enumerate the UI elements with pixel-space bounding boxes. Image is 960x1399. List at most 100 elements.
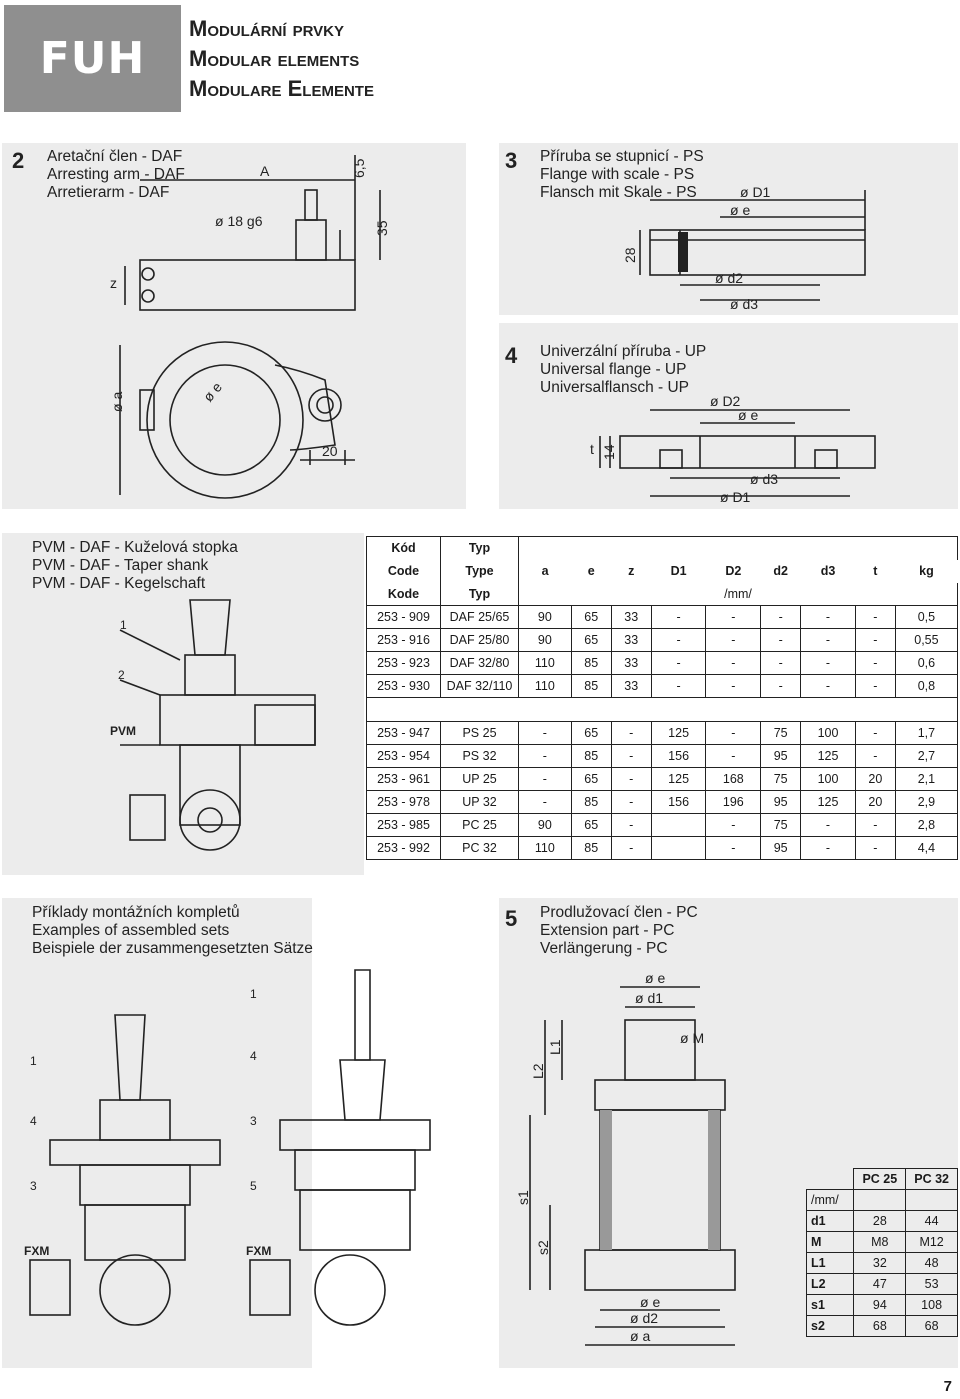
table-cell: 90 (518, 628, 572, 652)
table-cell: 20 (854, 767, 896, 791)
table-cell: PS 25 (440, 721, 519, 745)
table-cell: - (705, 651, 762, 675)
table-cell: - (705, 836, 762, 860)
table-cell: 156 (650, 790, 707, 814)
section-2-label: Aretační člen - DAF Arresting arm - DAF … (47, 148, 185, 201)
table-cell: 75 (760, 813, 802, 837)
table-cell: - (705, 744, 762, 768)
table-cell: PC 32 (440, 836, 519, 860)
table-cell: 90 (518, 605, 572, 629)
flange-scale-drawing: ø D1 ø e 28 ø d2 ø d3 (622, 185, 866, 312)
table-cell (650, 836, 707, 860)
page-title: Modulární prvky Modular elements Modular… (189, 14, 374, 104)
dim-label-s1: s1 (515, 1190, 531, 1205)
dim-label-z: z (110, 275, 117, 291)
table-cell: 253 - 954 (366, 744, 441, 768)
table-cell: 75 (760, 721, 802, 745)
table-cell: M8 (853, 1231, 907, 1253)
table-cell: 85 (570, 790, 612, 814)
universal-flange-drawing: ø D2 ø e t 14 ø d3 ø D1 (590, 393, 876, 505)
dim-label-20: 20 (322, 443, 338, 459)
table-cell: - (854, 605, 896, 629)
table-cell: M12 (905, 1231, 958, 1253)
table-cell: 2,7 (894, 744, 959, 768)
extension-part-drawing: ø e ø d1 ø M L2 L1 s1 s2 ø e ø d2 ø a (515, 970, 736, 1346)
table-cell: 100 (800, 721, 856, 745)
dim-label-35: 35 (374, 220, 390, 236)
dim-label-a: ø a (109, 392, 125, 412)
table-cell: 33 (610, 605, 652, 629)
dim-label-e: ø e (645, 970, 665, 986)
table-cell: L2 (805, 1273, 855, 1295)
dim-label-d3: ø d3 (750, 471, 778, 487)
table-cell: - (705, 628, 762, 652)
panel-arresting-arm (2, 143, 466, 509)
table-cell: 110 (518, 836, 572, 860)
table-cell (650, 813, 707, 837)
panel-pvm-taper-shank (2, 533, 364, 875)
callout-4-mid: 4 (250, 1049, 257, 1063)
table-cell: - (518, 744, 572, 768)
table-cell: - (705, 721, 762, 745)
table-cell: - (518, 790, 572, 814)
table-cell: M (805, 1231, 855, 1253)
table-cell: UP 32 (440, 790, 519, 814)
table-cell: - (610, 813, 652, 837)
table-cell: 53 (905, 1273, 958, 1295)
table-cell: - (610, 744, 652, 768)
dim-label-M: ø M (680, 1030, 704, 1046)
table-cell: 68 (853, 1315, 907, 1337)
callout-5-mid: 5 (250, 1179, 257, 1193)
section-3-label: Příruba se stupnicí - PS Flange with sca… (540, 148, 704, 201)
table-cell: 108 (905, 1294, 958, 1316)
panel-flange-scale (499, 143, 958, 315)
table-cell: 253 - 930 (366, 674, 441, 698)
table-cell: 94 (853, 1294, 907, 1316)
table-cell: - (650, 674, 707, 698)
table-cell: - (854, 721, 896, 745)
table-cell: 85 (570, 836, 612, 860)
section-number-4: 4 (505, 343, 518, 368)
dim-label-d2: ø d2 (715, 270, 743, 286)
table-cell: PC 25 (440, 813, 519, 837)
title-cz: Modulární prvky (189, 16, 345, 41)
table-cell: 65 (570, 628, 612, 652)
table-cell: 90 (518, 813, 572, 837)
table-cell: - (800, 605, 856, 629)
table-cell: 85 (570, 744, 612, 768)
examples-drawing: 1 1 4 4 3 3 5 FXM FXM (24, 969, 431, 1326)
table-cell: 253 - 978 (366, 790, 441, 814)
table-cell: 32 (853, 1252, 907, 1274)
table-cell: - (610, 790, 652, 814)
table-cell: 1,7 (894, 721, 959, 745)
examples-label: Příklady montážních kompletů Examples of… (32, 904, 313, 957)
table-cell: 0,5 (894, 605, 959, 629)
table-cell: 65 (570, 721, 612, 745)
section-number-3: 3 (505, 148, 518, 173)
section-number-5: 5 (505, 906, 518, 931)
dim-label-e: ø e (200, 379, 225, 405)
table-cell: 125 (800, 744, 856, 768)
table-cell: UP 25 (440, 767, 519, 791)
table-cell: - (650, 651, 707, 675)
table-cell: 85 (570, 674, 612, 698)
table-cell: d1 (805, 1210, 855, 1232)
dim-label-L1: L1 (547, 1039, 563, 1055)
section-4-label: Univerzální příruba - UP Universal flang… (540, 343, 707, 396)
table-cell: 2,9 (894, 790, 959, 814)
table-cell: 95 (760, 744, 802, 768)
table-cell: 65 (570, 813, 612, 837)
table-cell: 253 - 916 (366, 628, 441, 652)
table-cell: 100 (800, 767, 856, 791)
dim-label-e-bottom: ø e (640, 1294, 660, 1310)
table-cell: PS 32 (440, 744, 519, 768)
section-number-2: 2 (12, 148, 25, 173)
table-cell: - (800, 674, 856, 698)
